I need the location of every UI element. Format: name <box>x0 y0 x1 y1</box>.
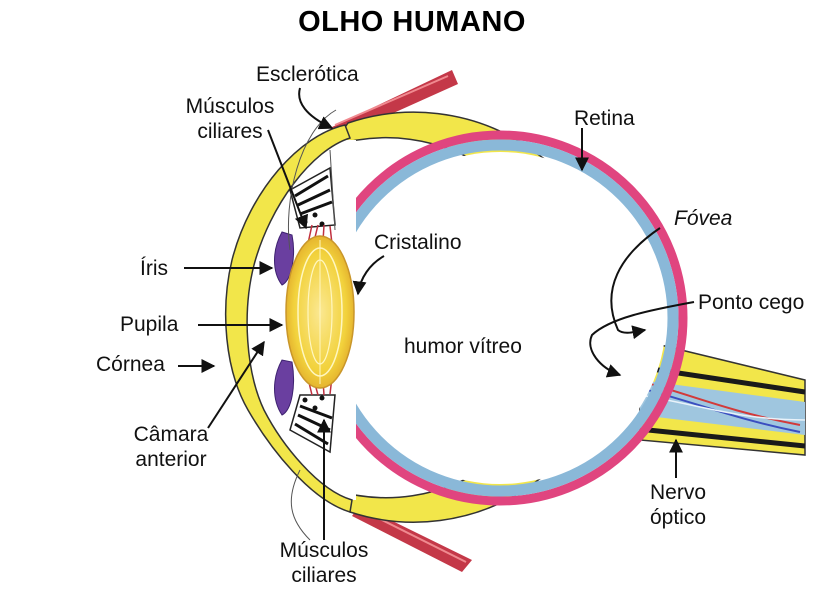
leader-arrows <box>178 87 695 540</box>
diagram-title: OLHO HUMANO <box>298 6 526 38</box>
label-retina: Retina <box>574 107 635 130</box>
cornea <box>225 124 353 513</box>
label-humor-vitreo: humor vítreo <box>404 335 522 358</box>
label-fovea: Fóvea <box>674 207 733 230</box>
label-musculos-top-line2: ciliares <box>197 120 263 143</box>
arrow-fovea <box>610 227 661 340</box>
label-musculos-top-line1: Músculos <box>185 95 275 118</box>
label-camara-line2: anterior <box>135 448 207 471</box>
label-musculos-ciliares-top: Músculos ciliares <box>170 94 290 144</box>
label-iris: Íris <box>140 257 168 280</box>
arrow-camara <box>207 340 265 429</box>
label-nervo-optico: Nervo óptico <box>628 480 728 530</box>
arrow-cristalino <box>352 255 385 296</box>
label-nervo-line1: Nervo <box>649 481 707 504</box>
lens <box>285 235 355 389</box>
label-musculos-bot-line1: Músculos <box>279 539 369 562</box>
label-camara-line1: Câmara <box>133 423 209 446</box>
iris-top <box>274 231 295 286</box>
label-musculos-bot-line2: ciliares <box>291 564 357 587</box>
label-esclerotica: Esclerótica <box>256 63 359 86</box>
label-camara-anterior: Câmara anterior <box>116 422 226 472</box>
arrow-esclerotica <box>298 87 334 130</box>
label-cristalino: Cristalino <box>374 231 462 254</box>
arrow-musculos-top <box>267 129 308 230</box>
arrow-ponto-cego <box>589 301 695 378</box>
label-pupila: Pupila <box>120 313 179 336</box>
label-musculos-ciliares-bottom: Músculos ciliares <box>264 538 384 588</box>
label-nervo-line2: óptico <box>649 506 707 529</box>
optic-nerve <box>627 339 806 456</box>
iris-bottom <box>274 359 295 416</box>
label-ponto-cego: Ponto cego <box>698 291 805 314</box>
label-cornea: Córnea <box>96 353 165 376</box>
